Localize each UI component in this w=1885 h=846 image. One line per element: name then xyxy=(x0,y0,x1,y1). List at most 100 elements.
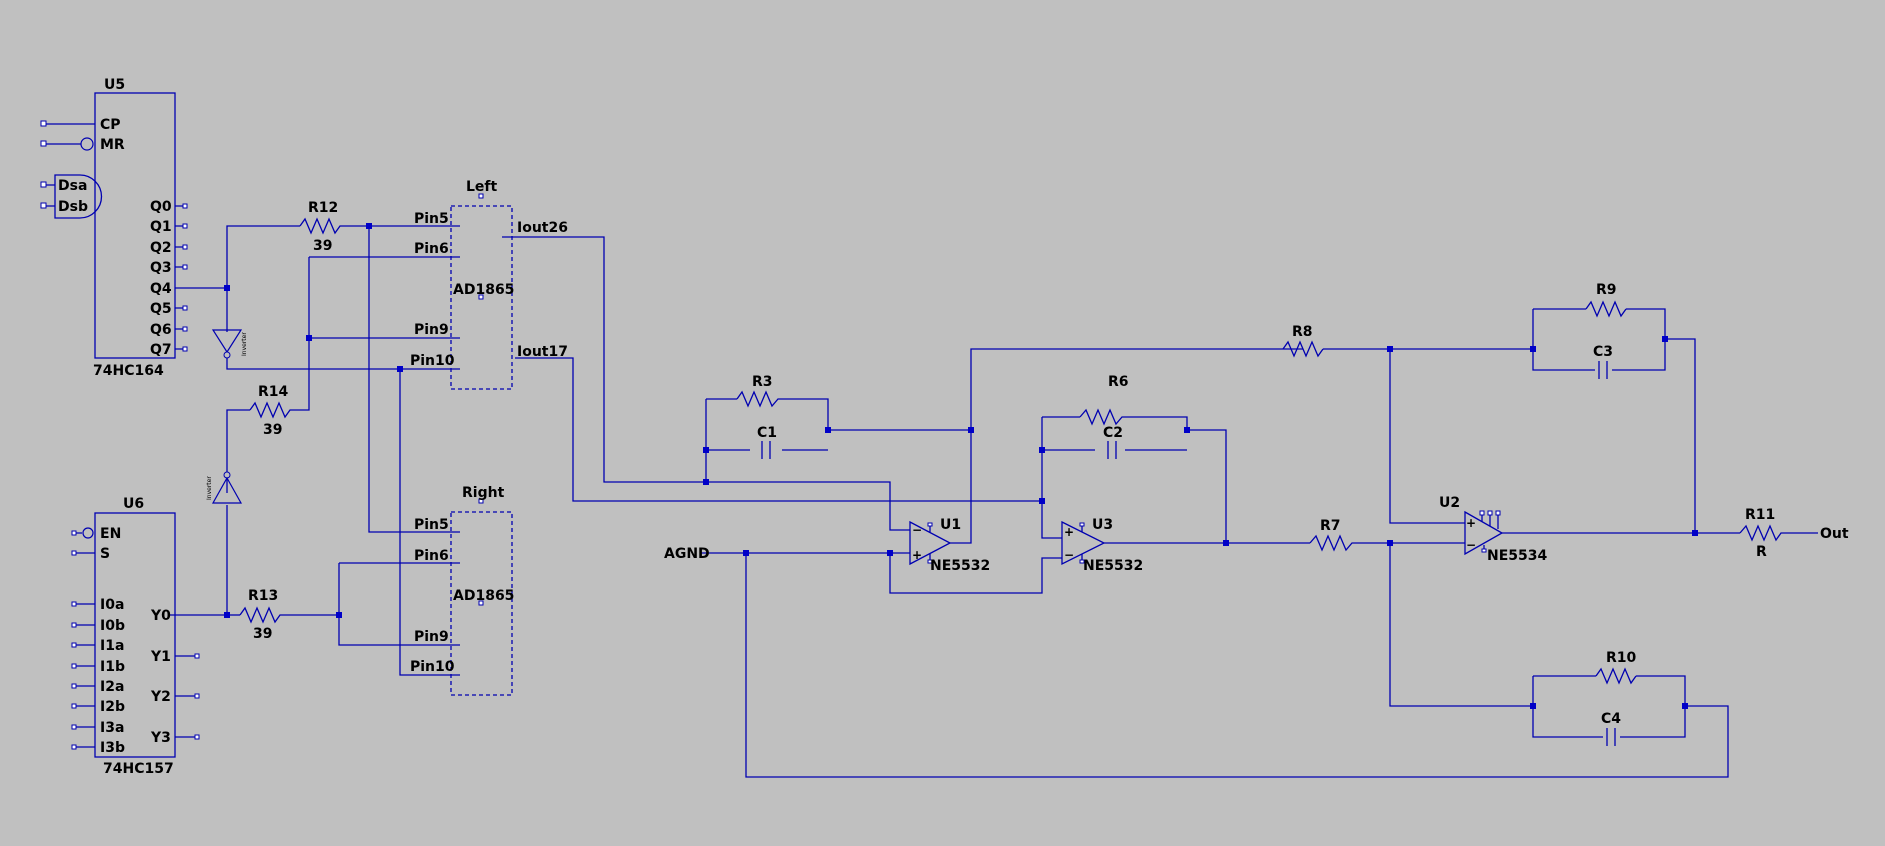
u5-pin-cp: CP xyxy=(100,117,121,133)
u5-pin-mr: MR xyxy=(100,137,125,153)
r8-ref: R8 xyxy=(1292,324,1313,340)
u5-pin-q3: Q3 xyxy=(150,260,172,276)
net-agnd: AGND xyxy=(664,546,710,562)
svg-text:+: + xyxy=(1064,525,1074,539)
capacitor-c4: C4 xyxy=(1601,711,1621,746)
inverter-upper: Inverter xyxy=(211,329,248,359)
capacitor-c3: C3 xyxy=(1593,344,1613,379)
resistor-r7: R7 xyxy=(1309,518,1356,552)
r10-ref: R10 xyxy=(1606,650,1637,666)
dac-right-pin10: Pin10 xyxy=(410,659,455,675)
u5-pin-dsb: Dsb xyxy=(58,199,88,215)
u3-value: NE5532 xyxy=(1083,558,1143,574)
r7-ref: R7 xyxy=(1320,518,1341,534)
u5-pin-dsa: Dsa xyxy=(58,178,87,194)
dac-left-pin5: Pin5 xyxy=(414,211,449,227)
resistor-r6: R6 xyxy=(1079,374,1129,426)
opamp-u2: + − U2 NE5534 xyxy=(1439,495,1548,564)
dac-left-pin10: Pin10 xyxy=(410,353,455,369)
r12-value: 39 xyxy=(313,238,332,254)
resistor-r13: R13 39 xyxy=(239,588,285,642)
resistor-r10: R10 xyxy=(1595,650,1637,685)
r12-ref: R12 xyxy=(308,200,338,216)
u5-ref: U5 xyxy=(104,77,125,93)
u6-pin-i3b: I3b xyxy=(100,740,125,756)
dac-left: Left AD1865 Pin5 Pin6 Pin9 Pin10 Iout26 … xyxy=(410,179,568,390)
opamp-u1: − + U1 NE5532 xyxy=(909,517,990,574)
wires xyxy=(170,225,1818,778)
dac-right-ref: Right xyxy=(462,485,505,501)
u6-pin-y0: Y0 xyxy=(150,608,171,624)
u1-ref: U1 xyxy=(940,517,961,533)
u5-pin-q7: Q7 xyxy=(150,342,172,358)
u5-shift-register: U5 74HC164 CP MR Dsa Dsb Q0 Q1 Q2 Q3 Q4 … xyxy=(40,77,188,379)
u6-pin-i0b: I0b xyxy=(100,618,125,634)
capacitor-c2: C2 xyxy=(1103,425,1123,459)
dac-right-pin5: Pin5 xyxy=(414,517,449,533)
inverter-upper-label: Inverter xyxy=(241,332,248,356)
u6-pin-i1a: I1a xyxy=(100,638,124,654)
u5-pin-q2: Q2 xyxy=(150,240,172,256)
u6-pin-y3: Y3 xyxy=(150,730,171,746)
c4-ref: C4 xyxy=(1601,711,1621,727)
r13-value: 39 xyxy=(253,626,272,642)
r14-ref: R14 xyxy=(258,384,289,400)
u6-pin-i1b: I1b xyxy=(100,659,125,675)
c3-ref: C3 xyxy=(1593,344,1613,360)
resistor-r8: R8 xyxy=(1282,324,1324,358)
dac-right: Right AD1865 Pin5 Pin6 Pin9 Pin10 xyxy=(410,485,514,696)
svg-text:+: + xyxy=(1466,516,1476,530)
u6-pin-s: S xyxy=(100,546,110,562)
dac-right-pin9: Pin9 xyxy=(414,629,449,645)
svg-text:−: − xyxy=(1064,548,1074,562)
junctions xyxy=(224,223,1698,709)
u5-pin-q0: Q0 xyxy=(150,199,172,215)
resistor-r12: R12 39 xyxy=(299,200,345,254)
net-out: Out xyxy=(1820,526,1849,542)
u3-ref: U3 xyxy=(1092,517,1113,533)
r3-ref: R3 xyxy=(752,374,773,390)
r11-ref: R11 xyxy=(1745,507,1775,523)
u6-value: 74HC157 xyxy=(103,761,174,777)
u6-pin-i3a: I3a xyxy=(100,720,124,736)
u5-pin-q1: Q1 xyxy=(150,219,172,235)
u5-pin-q5: Q5 xyxy=(150,301,172,317)
u5-pin-q6: Q6 xyxy=(150,322,172,338)
u5-pin-q4: Q4 xyxy=(150,281,172,297)
u6-pin-en: EN xyxy=(100,526,121,542)
u6-ref: U6 xyxy=(123,496,144,512)
capacitor-c1: C1 xyxy=(757,425,777,459)
svg-text:−: − xyxy=(912,523,922,537)
c2-ref: C2 xyxy=(1103,425,1123,441)
u6-pin-i2a: I2a xyxy=(100,679,124,695)
u2-ref: U2 xyxy=(1439,495,1460,511)
resistor-r14: R14 39 xyxy=(249,384,292,438)
dac-left-iout26: Iout26 xyxy=(517,220,568,236)
r9-ref: R9 xyxy=(1596,282,1617,298)
dac-left-value: AD1865 xyxy=(453,282,514,298)
opamp-u3: − + U3 NE5532 xyxy=(1061,517,1143,574)
dac-left-iout17: Iout17 xyxy=(517,344,568,360)
u5-value: 74HC164 xyxy=(93,363,164,379)
u6-pin-y1: Y1 xyxy=(150,649,171,665)
dac-right-pin6: Pin6 xyxy=(414,548,449,564)
c1-ref: C1 xyxy=(757,425,777,441)
r13-ref: R13 xyxy=(248,588,278,604)
dac-left-pin9: Pin9 xyxy=(414,322,449,338)
u6-pin-y2: Y2 xyxy=(150,689,171,705)
resistor-r11: R11 R xyxy=(1739,507,1785,560)
svg-text:+: + xyxy=(912,548,922,562)
svg-text:−: − xyxy=(1466,538,1476,552)
dac-right-value: AD1865 xyxy=(453,588,514,604)
u6-pin-i2b: I2b xyxy=(100,699,125,715)
inverter-lower: Inverter xyxy=(206,471,243,504)
u1-value: NE5532 xyxy=(930,558,990,574)
inverter-lower-label: Inverter xyxy=(206,476,213,500)
u6-multiplexer: U6 74HC157 EN S I0a I0b I1a I1b I2a I2b … xyxy=(71,496,200,777)
u2-value: NE5534 xyxy=(1487,548,1548,564)
r14-value: 39 xyxy=(263,422,282,438)
u6-pin-i0a: I0a xyxy=(100,597,124,613)
resistor-r3: R3 xyxy=(736,374,785,408)
r11-value: R xyxy=(1756,544,1767,560)
